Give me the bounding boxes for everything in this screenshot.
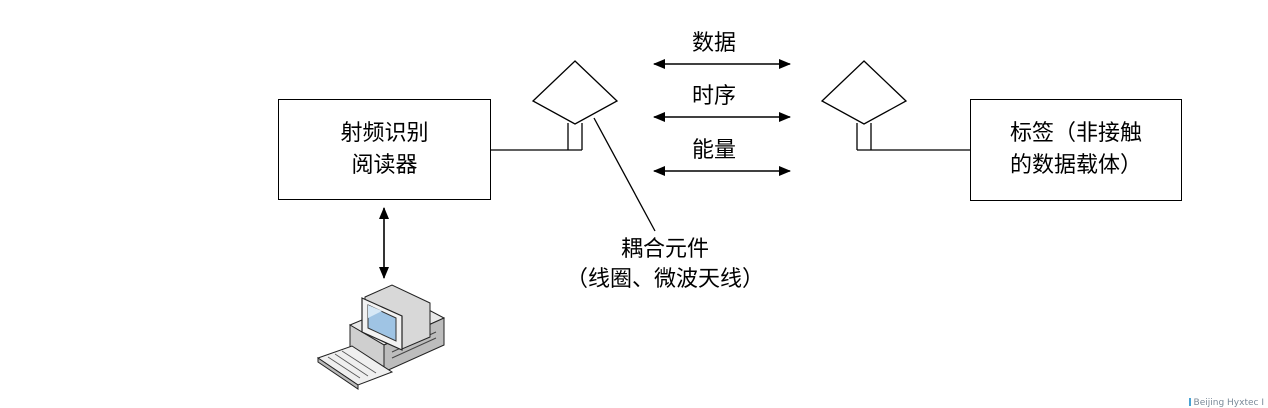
watermark-bar-icon [1188,398,1191,406]
rfid-reader-box: 射频识别 阅读器 [278,99,491,200]
data-label: 数据 [692,31,737,56]
tag-antenna-icon [820,60,970,151]
watermark-text: Beijing Hyxtec I [1193,398,1264,408]
reader-label-line1: 射频识别 [340,120,429,146]
reader-antenna-icon [491,60,619,151]
coupling-label-line1: 耦合元件 [620,237,709,262]
tag-label-line1: 标签（非接触 [1009,121,1142,146]
coupling-label-line2: （线圈、微波天线） [565,267,764,292]
watermark: Beijing Hyxtec I [1188,398,1264,408]
tag-box: 标签（非接触 的数据载体） [970,99,1182,201]
reader-label-line2: 阅读器 [351,152,418,178]
timing-label: 时序 [692,84,737,109]
energy-label: 能量 [692,138,737,163]
desktop-computer-icon [316,284,446,390]
coupling-pointer-line [593,117,656,232]
tag-label-line2: 的数据载体） [1009,153,1142,178]
coupling-element-label: 耦合元件 （线圈、微波天线） [530,235,800,295]
